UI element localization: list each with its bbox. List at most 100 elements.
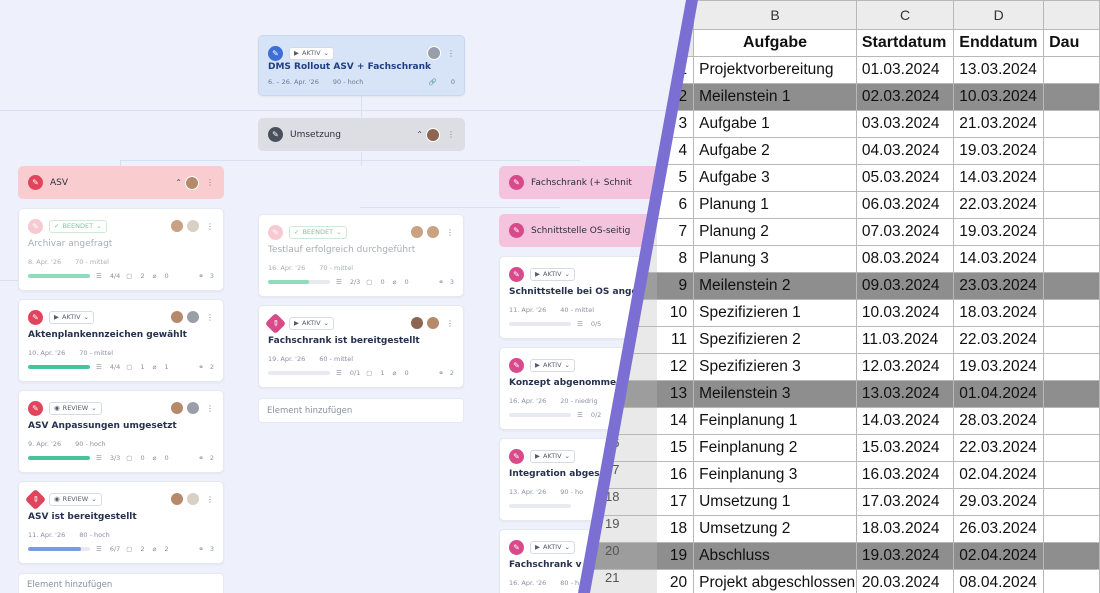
status-badge[interactable]: ▶ AKTIV ⌄ bbox=[289, 46, 334, 60]
duration-cell[interactable] bbox=[1043, 406, 1100, 435]
header-cell[interactable]: Dau bbox=[1043, 29, 1100, 57]
start-date-cell[interactable]: 05.03.2024 bbox=[855, 163, 955, 192]
duration-cell[interactable] bbox=[1043, 433, 1100, 462]
start-date-cell[interactable]: 19.03.2024 bbox=[855, 541, 955, 570]
duration-cell[interactable] bbox=[1043, 379, 1100, 408]
task-cell[interactable]: Aufgabe 3 bbox=[693, 163, 857, 192]
task-cell[interactable]: Aufgabe 1 bbox=[693, 109, 857, 138]
duration-cell[interactable] bbox=[1043, 163, 1100, 192]
project-card[interactable]: ✎ ▶ AKTIV ⌄ ⋮ DMS Rollout ASV + Fachschr… bbox=[258, 35, 465, 96]
chevron-up-icon[interactable]: ⌃ bbox=[416, 130, 423, 139]
end-date-cell[interactable]: 22.03.2024 bbox=[953, 190, 1045, 219]
task-card[interactable]: ✎ ▶ AKTIV ⌄ ⋮ Fachschrank ist bereitgest… bbox=[258, 305, 464, 388]
task-cell[interactable]: Abschluss bbox=[693, 541, 857, 570]
status-badge[interactable]: ◉ REVIEW ⌄ bbox=[49, 492, 102, 506]
start-date-cell[interactable]: 03.03.2024 bbox=[855, 109, 955, 138]
duration-cell[interactable] bbox=[1043, 244, 1100, 273]
start-date-cell[interactable]: 07.03.2024 bbox=[855, 217, 955, 246]
start-date-cell[interactable]: 02.03.2024 bbox=[855, 82, 955, 111]
more-icon[interactable]: ⋮ bbox=[206, 494, 214, 504]
task-cell[interactable]: Spezifizieren 1 bbox=[693, 298, 857, 327]
task-cell[interactable]: Feinplanung 2 bbox=[693, 433, 857, 462]
chevron-up-icon[interactable]: ⌃ bbox=[175, 178, 182, 187]
start-date-cell[interactable]: 14.03.2024 bbox=[855, 406, 955, 435]
end-date-cell[interactable]: 19.03.2024 bbox=[953, 352, 1045, 381]
end-date-cell[interactable]: 13.03.2024 bbox=[953, 55, 1045, 84]
header-cell[interactable]: Startdatum bbox=[855, 29, 955, 57]
column-letter[interactable]: B bbox=[693, 0, 857, 30]
start-date-cell[interactable]: 13.03.2024 bbox=[855, 379, 955, 408]
start-date-cell[interactable]: 20.03.2024 bbox=[855, 568, 955, 593]
end-date-cell[interactable]: 14.03.2024 bbox=[953, 163, 1045, 192]
task-cell[interactable]: Meilenstein 3 bbox=[693, 379, 857, 408]
status-badge[interactable]: ▶ AKTIV ⌄ bbox=[530, 540, 575, 554]
duration-cell[interactable] bbox=[1043, 217, 1100, 246]
end-date-cell[interactable]: 18.03.2024 bbox=[953, 298, 1045, 327]
task-card[interactable]: ✎ ▶ AKTIV ⌄ ⋮ Aktenplankennzeichen gewäh… bbox=[18, 299, 224, 382]
duration-cell[interactable] bbox=[1043, 190, 1100, 219]
duration-cell[interactable] bbox=[1043, 82, 1100, 111]
task-cell[interactable]: Projektvorbereitung bbox=[693, 55, 857, 84]
more-icon[interactable]: ⋮ bbox=[447, 130, 455, 139]
end-date-cell[interactable]: 01.04.2024 bbox=[953, 379, 1045, 408]
task-cell[interactable]: Feinplanung 3 bbox=[693, 460, 857, 489]
start-date-cell[interactable]: 09.03.2024 bbox=[855, 271, 955, 300]
end-date-cell[interactable]: 02.04.2024 bbox=[953, 460, 1045, 489]
task-cell[interactable]: Spezifizieren 2 bbox=[693, 325, 857, 354]
end-date-cell[interactable]: 10.03.2024 bbox=[953, 82, 1045, 111]
status-badge[interactable]: ▶ AKTIV ⌄ bbox=[49, 310, 94, 324]
end-date-cell[interactable]: 14.03.2024 bbox=[953, 244, 1045, 273]
start-date-cell[interactable]: 10.03.2024 bbox=[855, 298, 955, 327]
task-cell[interactable]: Projekt abgeschlossen bbox=[693, 568, 857, 593]
duration-cell[interactable] bbox=[1043, 136, 1100, 165]
status-badge[interactable]: ▶ AKTIV ⌄ bbox=[530, 358, 575, 372]
column-letter[interactable]: C bbox=[855, 0, 955, 30]
end-date-cell[interactable]: 19.03.2024 bbox=[953, 136, 1045, 165]
header-cell[interactable]: Enddatum bbox=[953, 29, 1045, 57]
task-card[interactable]: ✎ ◉ REVIEW ⌄ ⋮ ASV Anpassungen umgesetzt… bbox=[18, 390, 224, 473]
status-badge[interactable]: ▶ AKTIV ⌄ bbox=[289, 316, 334, 330]
start-date-cell[interactable]: 12.03.2024 bbox=[855, 352, 955, 381]
duration-cell[interactable] bbox=[1043, 541, 1100, 570]
end-date-cell[interactable]: 29.03.2024 bbox=[953, 487, 1045, 516]
task-cell[interactable]: Meilenstein 1 bbox=[693, 82, 857, 111]
duration-cell[interactable] bbox=[1043, 325, 1100, 354]
duration-cell[interactable] bbox=[1043, 568, 1100, 593]
more-icon[interactable]: ⋮ bbox=[446, 227, 454, 237]
end-date-cell[interactable]: 23.03.2024 bbox=[953, 271, 1045, 300]
end-date-cell[interactable]: 22.03.2024 bbox=[953, 325, 1045, 354]
more-icon[interactable]: ⋮ bbox=[206, 312, 214, 322]
end-date-cell[interactable]: 21.03.2024 bbox=[953, 109, 1045, 138]
more-icon[interactable]: ⋮ bbox=[206, 403, 214, 413]
task-cell[interactable]: Planung 1 bbox=[693, 190, 857, 219]
duration-cell[interactable] bbox=[1043, 271, 1100, 300]
task-cell[interactable]: Spezifizieren 3 bbox=[693, 352, 857, 381]
task-cell[interactable]: Umsetzung 2 bbox=[693, 514, 857, 543]
header-cell[interactable]: Aufgabe bbox=[693, 29, 857, 57]
more-icon[interactable]: ⋮ bbox=[447, 48, 455, 58]
start-date-cell[interactable]: 15.03.2024 bbox=[855, 433, 955, 462]
more-icon[interactable]: ⋮ bbox=[206, 178, 214, 187]
start-date-cell[interactable]: 06.03.2024 bbox=[855, 190, 955, 219]
status-badge[interactable]: ▶ AKTIV ⌄ bbox=[530, 267, 575, 281]
task-card[interactable]: ✎ ✓ BEENDET ⌄ ⋮ Archivar angefragt 8. Ap… bbox=[18, 208, 224, 291]
status-badge[interactable]: ◉ REVIEW ⌄ bbox=[49, 401, 102, 415]
group-umsetzung[interactable]: ✎ Umsetzung ⌃ ⋮ bbox=[258, 118, 465, 151]
end-date-cell[interactable]: 19.03.2024 bbox=[953, 217, 1045, 246]
add-element-button[interactable]: Element hinzufügen bbox=[18, 573, 224, 593]
start-date-cell[interactable]: 08.03.2024 bbox=[855, 244, 955, 273]
start-date-cell[interactable]: 04.03.2024 bbox=[855, 136, 955, 165]
task-cell[interactable]: Feinplanung 1 bbox=[693, 406, 857, 435]
start-date-cell[interactable]: 18.03.2024 bbox=[855, 514, 955, 543]
duration-cell[interactable] bbox=[1043, 55, 1100, 84]
more-icon[interactable]: ⋮ bbox=[206, 221, 214, 231]
column-letter[interactable] bbox=[1043, 0, 1100, 30]
start-date-cell[interactable]: 16.03.2024 bbox=[855, 460, 955, 489]
status-badge[interactable]: ✓ BEENDET ⌄ bbox=[49, 219, 107, 233]
duration-cell[interactable] bbox=[1043, 352, 1100, 381]
status-badge[interactable]: ▶ AKTIV ⌄ bbox=[530, 449, 575, 463]
start-date-cell[interactable]: 01.03.2024 bbox=[855, 55, 955, 84]
column-letter[interactable]: D bbox=[953, 0, 1045, 30]
